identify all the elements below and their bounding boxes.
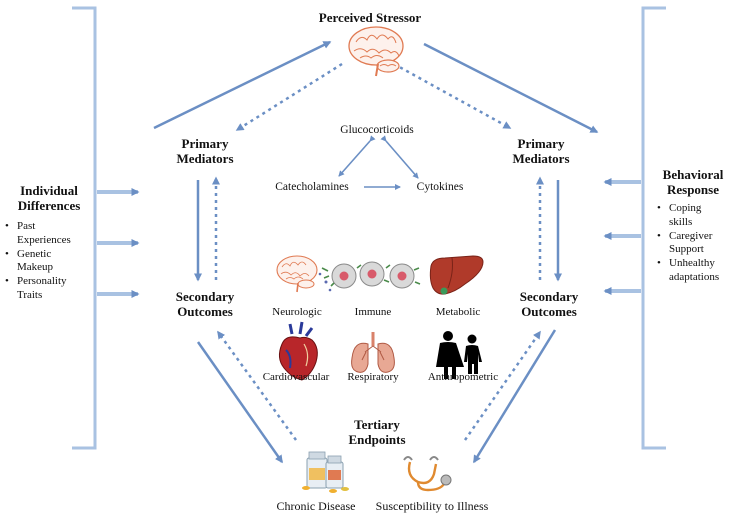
individual-differences-heading: Individual Differences	[4, 183, 94, 213]
primary-right-line1: Primary	[517, 136, 565, 151]
list-item: Coping skills	[657, 202, 737, 230]
list-item: Personality Traits	[5, 275, 93, 303]
list-item-line: Genetic	[17, 247, 52, 260]
catecholamines-label: Catecholamines	[275, 181, 349, 193]
right-side-arrows	[603, 178, 641, 295]
primary-left-line2: Mediators	[176, 150, 234, 166]
people-icon	[436, 331, 482, 379]
behavioral-response-list: Coping skills Caregiver Support Unhealth…	[657, 202, 737, 285]
list-item: Past Experiences	[5, 220, 93, 248]
secondary-outcomes-right: Secondary Outcomes	[494, 289, 604, 319]
behavioral-heading-line1: Behavioral	[662, 167, 724, 182]
list-item-line: Makeup	[17, 261, 54, 274]
mediator-arrows	[338, 135, 419, 190]
chronic-disease-label: Chronic Disease	[276, 499, 356, 513]
liver-icon	[429, 255, 484, 295]
list-item-line: Caregiver	[669, 229, 713, 242]
secondary-outcomes-left: Secondary Outcomes	[150, 289, 260, 319]
cytokines-label: Cytokines	[416, 181, 464, 193]
pill-bottles-icon	[302, 451, 349, 493]
individual-heading-line2: Differences	[17, 197, 81, 213]
glucocorticoids-label: Glucocorticoids	[340, 124, 414, 136]
tertiary-endpoints: Tertiary Endpoints	[322, 417, 432, 447]
behavioral-response-heading: Behavioral Response	[650, 167, 736, 197]
primary-mediators-left: Primary Mediators	[150, 136, 260, 166]
list-item-line: Support	[669, 243, 704, 256]
respiratory-label: Respiratory	[347, 371, 399, 383]
list-item-line: Unhealthy	[669, 257, 715, 269]
secondary-left-line1: Secondary	[175, 289, 235, 304]
tertiary-line1: Tertiary	[354, 417, 400, 432]
list-item-line: skills	[669, 215, 693, 228]
list-item-line: adaptations	[669, 270, 720, 283]
behavioral-heading-line2: Response	[666, 181, 719, 197]
immune-label: Immune	[354, 306, 392, 318]
right-bracket	[641, 6, 666, 450]
primary-mediators-right: Primary Mediators	[486, 136, 596, 166]
immune-cells-icon	[318, 261, 421, 292]
brain-icon	[348, 26, 404, 77]
flow-arrows	[153, 40, 599, 464]
left-side-arrows	[97, 188, 140, 298]
tertiary-line2: Endpoints	[348, 431, 406, 447]
lungs-icon	[351, 332, 395, 373]
perceived-stressor-title: Perceived Stressor	[318, 10, 422, 25]
list-item-line: Personality	[17, 275, 67, 287]
list-item: Unhealthy adaptations	[657, 257, 737, 285]
metabolic-label: Metabolic	[435, 306, 481, 318]
list-item-line: Coping	[669, 202, 702, 214]
secondary-right-line2: Outcomes	[521, 303, 577, 319]
neurologic-label: Neurologic	[272, 306, 322, 318]
list-item: Caregiver Support	[657, 230, 737, 258]
stethoscope-icon	[403, 456, 452, 492]
neurologic-brain-icon	[276, 255, 318, 293]
secondary-left-line2: Outcomes	[177, 303, 233, 319]
individual-heading-line1: Individual	[20, 183, 78, 198]
list-item-line: Traits	[17, 288, 43, 301]
heart-icon	[278, 321, 318, 381]
primary-left-line1: Primary	[181, 136, 229, 151]
secondary-right-line1: Secondary	[519, 289, 579, 304]
cardiovascular-label: Cardiovascular	[262, 371, 330, 383]
individual-differences-list: Past Experiences Genetic Makeup Personal…	[5, 220, 93, 303]
list-item-line: Experiences	[17, 233, 71, 246]
anthropometric-label: Anthropometric	[427, 371, 499, 383]
list-item: Genetic Makeup	[5, 248, 93, 276]
left-bracket	[72, 6, 97, 450]
susceptibility-label: Susceptibility to Illness	[375, 499, 489, 513]
list-item-line: Past	[17, 220, 36, 232]
primary-right-line2: Mediators	[512, 150, 570, 166]
